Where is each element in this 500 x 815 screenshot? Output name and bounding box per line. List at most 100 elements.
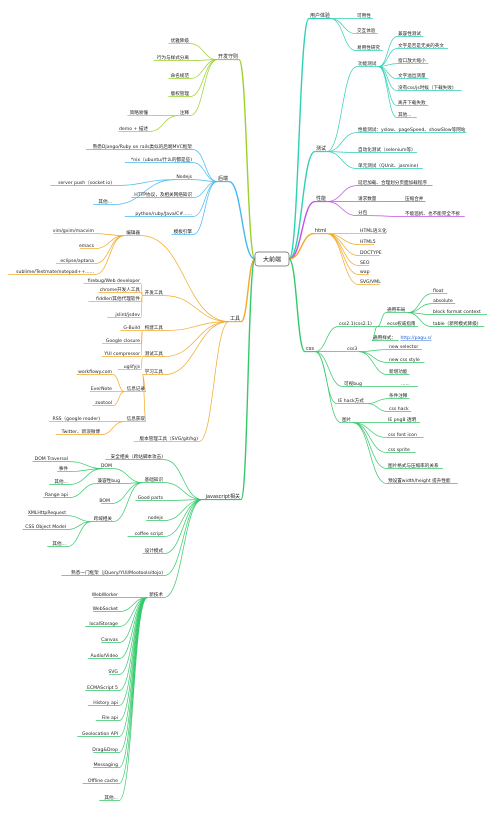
edge (192, 181, 218, 217)
tools-dev-item: firebug/Web developer (88, 278, 140, 284)
edge (163, 482, 203, 500)
edge (378, 63, 398, 67)
edge (376, 312, 387, 327)
edge (326, 233, 360, 256)
edge (358, 351, 389, 375)
css-hack-guide: ecss权威指南 (387, 320, 416, 327)
edge (330, 18, 357, 34)
tools-build: 构建工具 (145, 324, 164, 331)
tools-dev-item: fiddler/其他代理软件 (96, 295, 140, 302)
edge (326, 132, 358, 152)
edge (163, 321, 230, 331)
js-other-item: coffee script (135, 531, 164, 537)
edge (140, 235, 230, 322)
js-new-item: Drag&Drop (92, 747, 118, 753)
css-visual-bug: 可视bug (344, 380, 362, 387)
edge (94, 235, 125, 275)
edge (314, 326, 339, 352)
js-basics: 基础知识 (145, 476, 164, 483)
edge (112, 482, 143, 522)
css-bug-item: ...... (401, 382, 410, 387)
edge (94, 235, 125, 249)
edge (163, 499, 203, 576)
edge (66, 521, 92, 547)
edge (118, 597, 148, 768)
js-new-tech: 新技术 (149, 591, 163, 598)
edge (371, 326, 378, 341)
edge (94, 235, 125, 264)
perf-lazy-load: 延迟加载、合理划分页面加载程序 (358, 179, 427, 186)
edge (352, 422, 388, 484)
tools-notes: 信息记录 (127, 385, 146, 392)
edge (163, 295, 230, 322)
branch-backend: 后端 (218, 175, 228, 182)
edge (163, 499, 203, 554)
tools-learn: 学习工具 (145, 368, 164, 375)
edge (378, 66, 398, 118)
edge (112, 374, 125, 392)
js-crossdomain-item: XMLHttpRequest (28, 510, 67, 516)
tools-notes-item: workflowy.com (78, 369, 112, 375)
css-reference-link[interactable]: http://pagu.s/ (401, 335, 432, 341)
css-img-item: css font icon (388, 432, 417, 438)
backend-nodejs-sub: server push（socket io) (58, 180, 112, 186)
js-new-item: Canvas (101, 637, 118, 643)
req-copyright: 版权管理 (171, 90, 190, 97)
backend-unix: *nix（ubuntu/什么的都是些) (131, 156, 192, 163)
tools-info-item: RSS（google reader) (53, 416, 101, 422)
backend-mvc: 熟悉Django/Ruby on rails类似的后端MVC框架 (93, 143, 193, 150)
js-compat: 兼容性bug (97, 477, 120, 484)
edge (100, 421, 125, 435)
req-graceful-degrade: 优雅降级 (171, 37, 190, 44)
branch-frontend-requirements: 开发守则 (218, 53, 238, 60)
js-new-item: 其他... (104, 794, 118, 801)
edge (326, 233, 360, 266)
js-other-item: nodejs (148, 515, 164, 521)
branch-javascript: javascript相关 (205, 493, 240, 500)
edge (112, 468, 143, 483)
css-layout: 通用布局 (387, 306, 406, 313)
edge (288, 258, 306, 353)
tools-test: 测试工具 (145, 350, 164, 357)
req-naming: 命名规范 (171, 72, 190, 79)
js-crossdomain-item: CSS Object Model (25, 524, 66, 530)
tools-info: 信息获取 (127, 415, 146, 422)
tools-editor-item: eclipse/aptana (60, 258, 94, 264)
css-layout-item: table（新所模式降级) (433, 320, 479, 327)
edge (240, 258, 256, 501)
backend-nodejs-sub: 其他... (98, 198, 112, 205)
test-func-item: 没有css/js时候（下载失败) (398, 84, 454, 91)
edge (142, 374, 147, 422)
test-func-item: 窗口放大缩小 (398, 57, 426, 64)
edge (326, 66, 358, 152)
js-dom-item: 事件 (59, 465, 69, 472)
css-css3: css3 (347, 346, 357, 352)
perf-requests: 请求数量 (358, 195, 377, 202)
edge (358, 349, 389, 352)
edge (326, 185, 358, 202)
edge (192, 181, 218, 235)
edge (189, 59, 218, 79)
ux-item: 易用性研究 (357, 44, 380, 51)
html-item: HTML语义化 (360, 227, 387, 234)
root-label: 大前端 (263, 256, 281, 264)
branch-performance: 性能 (316, 195, 326, 202)
root-node[interactable]: 大前端 (254, 251, 290, 267)
html-item: HTML5 (360, 239, 376, 245)
js-new-item: File api (102, 715, 118, 721)
css-reference: 通用样式： (373, 334, 396, 341)
css-img-item: css sprite (388, 447, 410, 453)
test-func-item: 其他... (398, 111, 412, 118)
js-new-item: Messaging (94, 762, 118, 768)
edge (163, 459, 203, 500)
req-comment-sub: demo + 描述 (119, 125, 148, 132)
edge (189, 59, 218, 116)
backend-nodejs: Nodejs (176, 174, 192, 180)
edge (330, 18, 357, 51)
tools-build-item: YUI compressor (103, 351, 140, 357)
edge (407, 312, 433, 327)
css-img-item: IE png8 透明 (388, 416, 416, 423)
edge (238, 58, 256, 260)
perf-split: 分包 (358, 209, 368, 216)
